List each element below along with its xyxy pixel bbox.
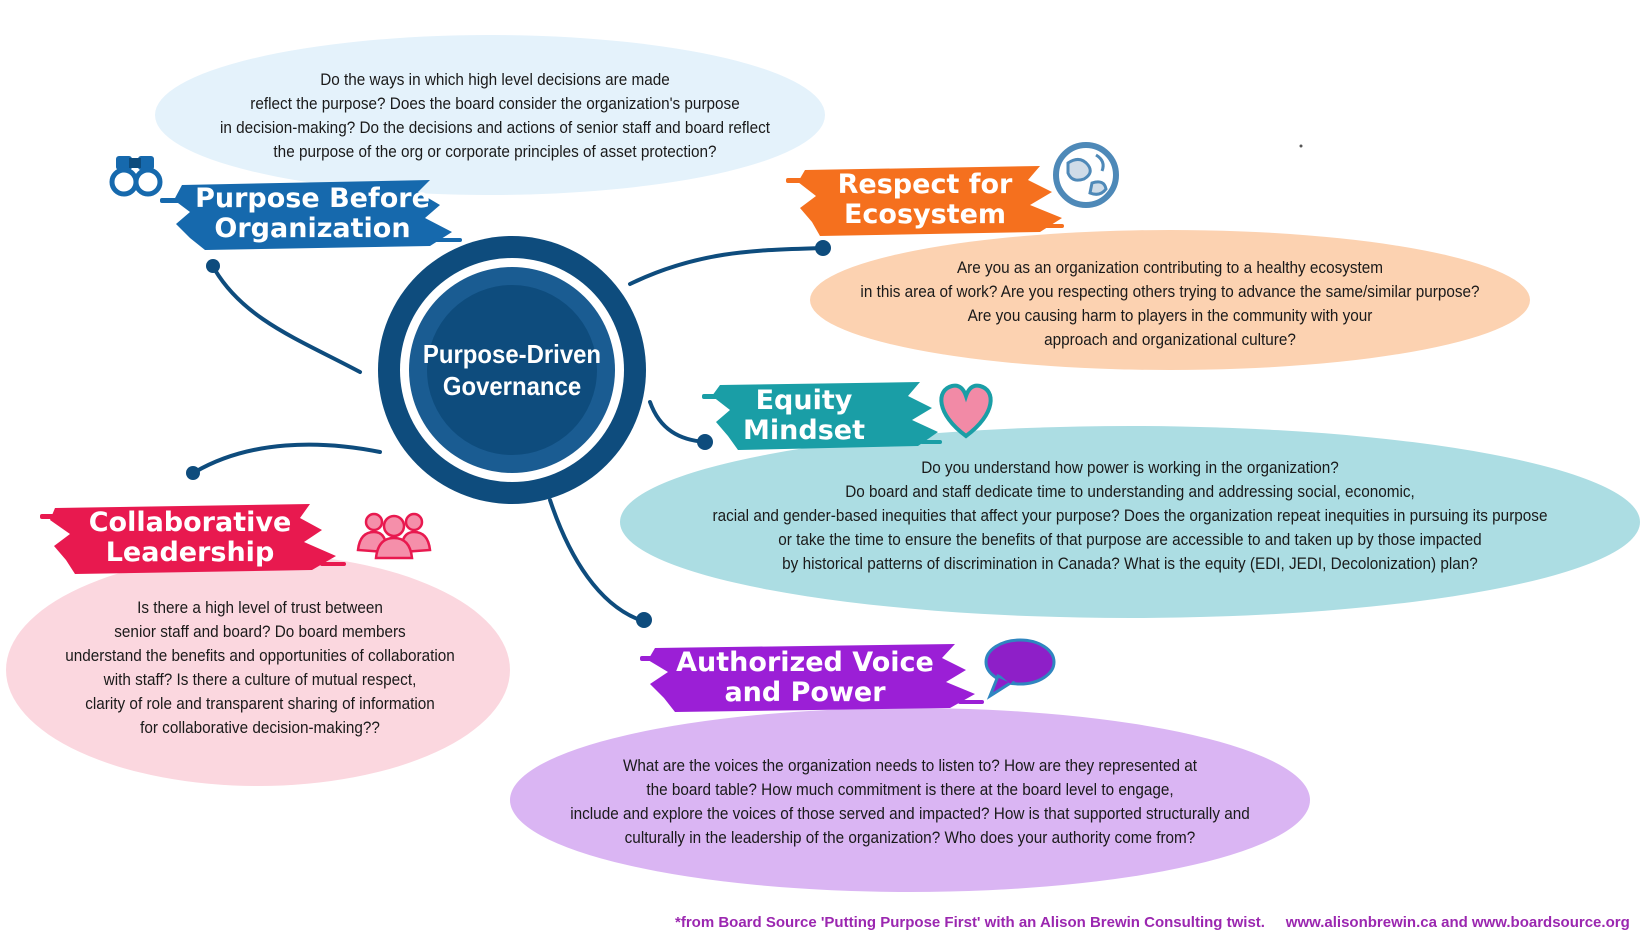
center-title: Purpose-Driven Governance <box>422 339 602 401</box>
purpose-question: Do the ways in which high level decision… <box>219 70 770 161</box>
connector-ecosystem <box>628 246 824 286</box>
purpose-label: Purpose Before Organization <box>195 183 430 244</box>
connector-equity <box>648 400 707 444</box>
connector-collaborative <box>193 442 382 474</box>
voice-question-bubble <box>510 708 1310 892</box>
collaborative-label-brush <box>40 504 346 574</box>
voice-question: What are the voices the organization nee… <box>570 756 1250 847</box>
ecosystem-question: Are you as an organization contributing … <box>860 258 1480 349</box>
purpose-question-bubble <box>155 35 825 195</box>
collaborative-label: Collaborative Leadership <box>88 507 292 568</box>
center-hub <box>378 236 646 504</box>
collaborative-question: Is there a high level of trust between s… <box>65 598 455 737</box>
connector-voice <box>548 498 642 622</box>
equity-label-brush <box>702 382 942 450</box>
equity-question-bubble <box>620 426 1640 618</box>
voice-label: Authorized Voice and Power <box>676 647 934 708</box>
connector-end-ecosystem <box>815 240 831 256</box>
voice-label-brush <box>640 644 984 712</box>
heart-icon <box>939 383 993 439</box>
speech-bubble-icon <box>984 638 1056 700</box>
globe-icon <box>1053 142 1119 208</box>
ecosystem-label-brush <box>786 166 1064 236</box>
equity-label: Equity Mindset <box>743 385 865 446</box>
dot-mark <box>1299 144 1303 148</box>
connector-end-voice <box>636 612 652 628</box>
people-icon <box>356 512 432 560</box>
connector-end-equity <box>697 434 713 450</box>
purpose-label-brush <box>160 180 462 250</box>
connector-end-collaborative <box>186 466 200 480</box>
connector-end-purpose <box>206 259 220 273</box>
equity-question: Do you understand how power is working i… <box>712 458 1548 573</box>
collaborative-question-bubble <box>6 554 510 786</box>
binoculars-icon <box>109 156 163 197</box>
connector-purpose <box>213 268 362 374</box>
footer-credit: *from Board Source 'Putting Purpose Firs… <box>675 914 1630 931</box>
ecosystem-label: Respect for Ecosystem <box>837 169 1013 230</box>
ecosystem-question-bubble <box>810 230 1530 370</box>
